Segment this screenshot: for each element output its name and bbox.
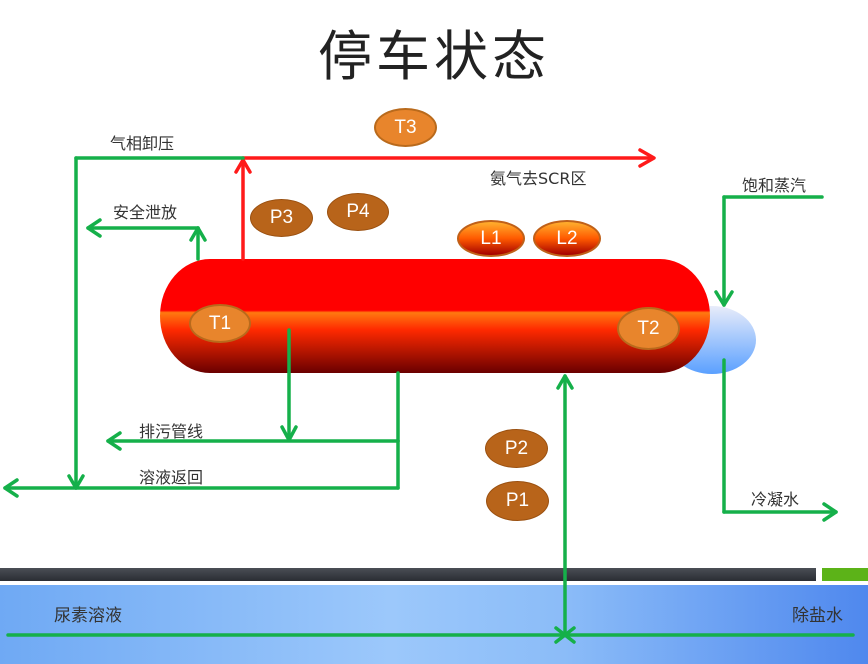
label-solution-return: 溶液返回 — [139, 468, 204, 487]
label-ammonia-to-scr: 氨气去SCR区 — [490, 169, 587, 188]
instrument-T3[interactable]: T3 — [374, 108, 437, 147]
instrument-L2[interactable]: L2 — [533, 220, 601, 257]
label-blowdown-line: 排污管线 — [139, 422, 204, 441]
label-demineralized-water: 除盐水 — [792, 606, 843, 626]
label-safety-vent: 安全泄放 — [113, 203, 178, 222]
blowdown-line — [106, 328, 400, 451]
safety-vent-line — [86, 218, 207, 261]
saturated-steam-line — [714, 195, 824, 307]
solution-return-line — [3, 439, 400, 498]
storage-tank — [160, 259, 710, 373]
instrument-P1[interactable]: P1 — [486, 481, 549, 521]
instrument-P4[interactable]: P4 — [327, 193, 389, 231]
label-condensate: 冷凝水 — [751, 490, 800, 509]
instrument-T2[interactable]: T2 — [617, 307, 680, 350]
condensate-line — [722, 358, 838, 522]
label-gas-unload: 气相卸压 — [110, 134, 175, 153]
instrument-P3[interactable]: P3 — [250, 199, 313, 237]
divider-stripe-green — [822, 568, 868, 581]
ammonia-vent-line — [234, 148, 656, 261]
instrument-L1[interactable]: L1 — [457, 220, 525, 257]
instrument-T1[interactable]: T1 — [189, 304, 251, 343]
instrument-P2[interactable]: P2 — [485, 429, 548, 468]
divider-stripe-dark — [0, 568, 816, 581]
water-supply-band — [0, 585, 868, 664]
label-saturated-steam: 饱和蒸汽 — [742, 176, 807, 195]
page-title: 停车状态 — [318, 25, 550, 88]
label-urea-solution: 尿素溶液 — [54, 606, 122, 626]
feed-line — [6, 374, 855, 644]
